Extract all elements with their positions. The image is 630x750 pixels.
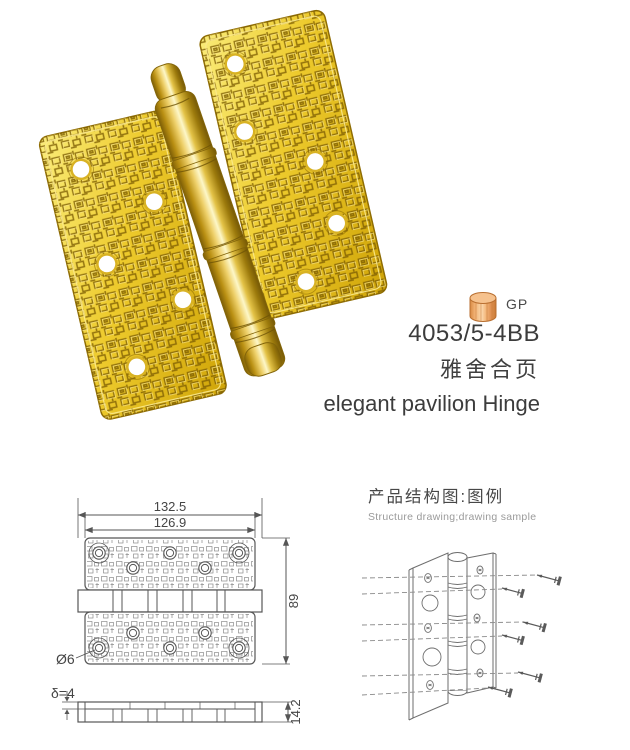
struct-holes [421, 565, 486, 690]
plan-view [62, 498, 292, 723]
dim-width-outer: 132.5 [154, 499, 187, 514]
dimension-drawing: 132.5 126.9 89 Ø6 δ=4 14.2 [51, 498, 303, 725]
dim-side-height: 14.2 [288, 699, 303, 724]
right-leaf-screw-holes [222, 50, 350, 295]
structure-drawing [361, 552, 562, 721]
assembly-axis-lines [361, 574, 538, 696]
dim-width-inner: 126.9 [154, 515, 187, 530]
structure-title-cn: 产品结构图:图例 [368, 488, 505, 506]
dim-plate-thickness: δ=4 [51, 685, 75, 701]
structure-title-en: Structure drawing;drawing sample [368, 511, 537, 523]
product-photo-hinge [38, 9, 388, 420]
left-leaf-screw-holes [68, 156, 196, 380]
finish-row: GP [466, 290, 576, 326]
struct-left-plate [408, 552, 449, 721]
dim-hole-diameter: Ø6 [56, 651, 75, 667]
plan-screw-holes [92, 546, 246, 655]
finish-code-label: GP [506, 296, 529, 312]
dim-height: 89 [286, 594, 301, 608]
product-name-en: elegant pavilion Hinge [323, 391, 541, 416]
product-name-cn: 雅舍合页 [439, 357, 540, 382]
mounting-screws [487, 574, 562, 698]
product-info: 4053/5-4BB 雅舍合页 elegant pavilion Hinge [324, 320, 541, 417]
side-view [62, 691, 292, 723]
gp-finish-swatch-icon [469, 292, 497, 322]
hinge-barrel [150, 63, 286, 377]
product-code: 4053/5-4BB [408, 320, 540, 347]
hinge-left-leaf [38, 110, 227, 420]
structure-heading: 产品结构图:图例 Structure drawing;drawing sampl… [368, 483, 536, 523]
